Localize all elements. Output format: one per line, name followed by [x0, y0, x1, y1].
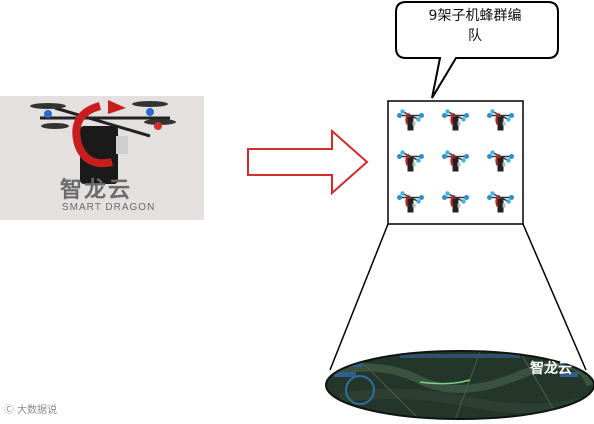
projection-line-right	[522, 223, 587, 371]
logo-cn: 智龙云	[60, 178, 133, 203]
swarm-drone	[442, 109, 469, 131]
callout-bubble	[395, 1, 559, 99]
drone-grid	[397, 109, 514, 213]
swarm-drone	[487, 109, 514, 131]
callout-text: 9架子机蜂群编 队	[400, 6, 550, 46]
swarm-drone	[487, 191, 514, 213]
swarm-drone	[442, 150, 469, 172]
map-texture	[326, 351, 594, 419]
watermark-left: Ⓒ 大数据说	[4, 405, 58, 416]
callout-line-1: 9架子机蜂群编	[428, 8, 522, 24]
swarm-drone	[487, 150, 514, 172]
logo-en: SMART DRAGON	[62, 202, 156, 213]
swarm-drone	[442, 191, 469, 213]
drone-photo: 智龙云 SMART DRAGON	[0, 96, 204, 220]
swarm-drone	[397, 150, 424, 172]
watermark-right: 智龙云	[530, 361, 572, 377]
callout-line-2: 队	[468, 28, 482, 44]
arrow-right	[247, 128, 369, 196]
swarm-drone	[397, 191, 424, 213]
swarm-drone	[397, 109, 424, 131]
projection-line-left	[329, 223, 389, 371]
